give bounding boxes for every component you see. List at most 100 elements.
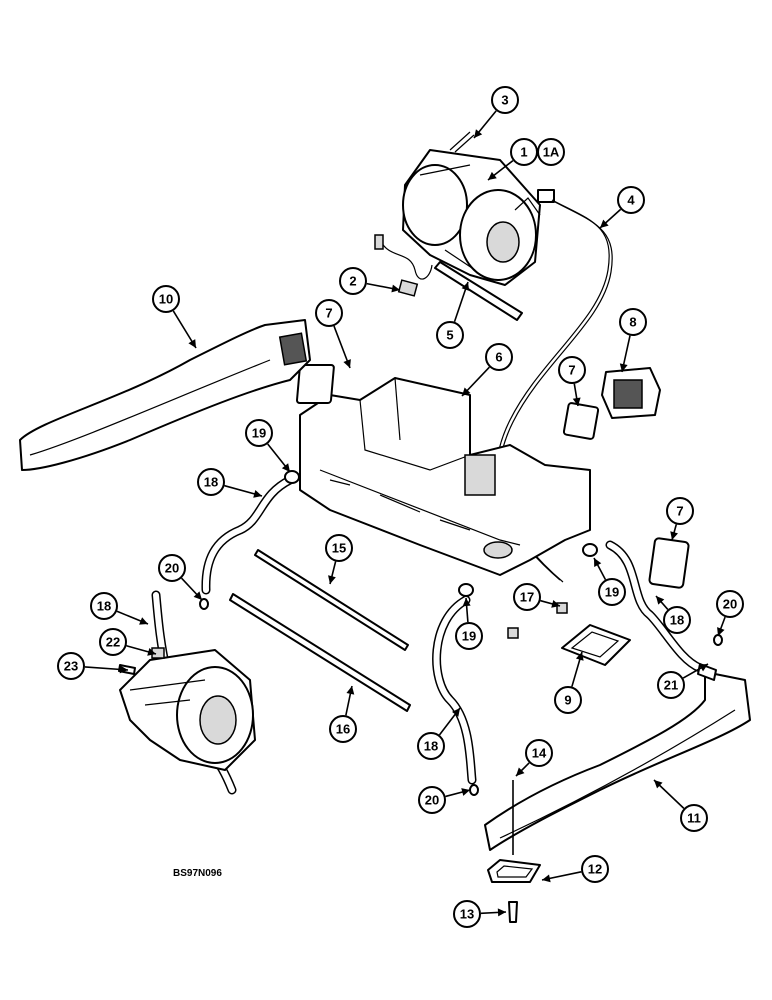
nut-17a xyxy=(507,627,519,639)
callout-c22: 22 xyxy=(99,628,127,656)
arrowhead-c1 xyxy=(488,171,497,180)
callout-label-c15: 15 xyxy=(332,541,346,556)
callout-c21: 21 xyxy=(657,671,685,699)
gasket-7-right xyxy=(648,537,690,589)
callout-circle-c6 xyxy=(485,343,513,371)
callout-c11: 11 xyxy=(680,804,708,832)
callout-circle-c20a xyxy=(158,554,186,582)
arrowhead-c4 xyxy=(600,219,609,228)
arrowhead-c20b xyxy=(717,627,725,636)
callout-label-c19b: 19 xyxy=(605,585,619,600)
callout-circle-c17 xyxy=(513,583,541,611)
fitting-19c xyxy=(458,583,474,597)
callout-label-c19c: 19 xyxy=(462,629,476,644)
arrowhead-c12 xyxy=(542,874,551,883)
callout-c7b: 7 xyxy=(558,356,586,384)
callout-circle-c5 xyxy=(436,321,464,349)
callout-label-c1a: 1A xyxy=(543,145,560,160)
callout-circle-c13 xyxy=(453,900,481,928)
callout-circle-c7a xyxy=(315,299,343,327)
callout-circle-c3 xyxy=(491,86,519,114)
arrowhead-c18a xyxy=(253,490,262,498)
seal-strip-15 xyxy=(254,549,409,651)
arrowhead-c19b xyxy=(594,558,602,567)
callout-c19b: 19 xyxy=(598,578,626,606)
callout-circle-c1a xyxy=(537,138,565,166)
callout-c2: 2 xyxy=(339,267,367,295)
arrowhead-c7a xyxy=(343,359,351,368)
callout-label-c19a: 19 xyxy=(252,426,266,441)
arrowhead-c13 xyxy=(497,908,506,917)
arrowhead-c21 xyxy=(699,664,708,672)
callout-label-c7a: 7 xyxy=(325,306,332,321)
callout-label-c21: 21 xyxy=(664,678,678,693)
callout-circle-c19b xyxy=(598,578,626,606)
callout-label-c7b: 7 xyxy=(568,363,575,378)
outlet-8 xyxy=(601,367,661,419)
callout-circle-c21 xyxy=(657,671,685,699)
blower-housing-left xyxy=(118,647,256,771)
arrowhead-c2 xyxy=(391,284,400,293)
fitting-19b xyxy=(582,543,598,557)
callout-c4: 4 xyxy=(617,186,645,214)
seal-strip-16 xyxy=(229,593,411,712)
callout-circle-c7b xyxy=(558,356,586,384)
callout-circle-c7c xyxy=(666,497,694,525)
callout-label-c20a: 20 xyxy=(165,561,179,576)
callout-circle-c19c xyxy=(455,622,483,650)
callout-label-c10: 10 xyxy=(159,292,173,307)
callout-c23: 23 xyxy=(57,652,85,680)
callout-label-c9: 9 xyxy=(564,693,571,708)
callout-label-c18a: 18 xyxy=(204,475,218,490)
callout-c8: 8 xyxy=(619,308,647,336)
callout-label-c17: 17 xyxy=(520,590,534,605)
callout-circle-c19a xyxy=(245,419,273,447)
callout-label-c7c: 7 xyxy=(676,504,683,519)
callout-circle-c18a xyxy=(197,468,225,496)
arrowhead-c22 xyxy=(147,647,156,656)
arrowhead-c11 xyxy=(654,780,663,789)
callout-label-c12: 12 xyxy=(588,862,602,877)
callout-c18c: 18 xyxy=(417,732,445,760)
arrowhead-c6 xyxy=(462,387,471,396)
arrowhead-c18c xyxy=(451,708,460,717)
callout-c18a: 18 xyxy=(197,468,225,496)
callout-circle-c15 xyxy=(325,534,353,562)
arrowhead-c7b xyxy=(572,397,581,406)
callout-label-c22: 22 xyxy=(106,635,120,650)
callout-c18b: 18 xyxy=(90,592,118,620)
callout-label-c6: 6 xyxy=(495,350,502,365)
callout-c9: 9 xyxy=(554,686,582,714)
blower-assembly xyxy=(402,149,541,286)
arrowhead-c9 xyxy=(575,652,584,661)
callout-c19c: 19 xyxy=(455,622,483,650)
callout-label-c4: 4 xyxy=(627,193,635,208)
arrowhead-c18d xyxy=(656,596,665,605)
callout-label-c1: 1 xyxy=(520,145,527,160)
nut-17b xyxy=(556,602,568,614)
gasket-12 xyxy=(487,859,541,883)
callout-circle-c22 xyxy=(99,628,127,656)
duct-11 xyxy=(484,671,751,851)
callout-circle-c20c xyxy=(418,786,446,814)
arrowhead-c10 xyxy=(188,339,196,348)
callout-circle-c18b xyxy=(90,592,118,620)
callout-circle-c10 xyxy=(152,285,180,313)
callout-c1: 1 xyxy=(510,138,538,166)
callout-label-c18c: 18 xyxy=(424,739,438,754)
callout-c7c: 7 xyxy=(666,497,694,525)
callout-label-c3: 3 xyxy=(501,93,508,108)
callout-c20c: 20 xyxy=(418,786,446,814)
arrowhead-c5 xyxy=(461,282,470,291)
callout-c14: 14 xyxy=(525,739,553,767)
callout-circle-c16 xyxy=(329,715,357,743)
callout-label-c13: 13 xyxy=(460,907,474,922)
callout-c17: 17 xyxy=(513,583,541,611)
callout-circle-c18c xyxy=(417,732,445,760)
arrowhead-c23 xyxy=(119,665,128,674)
callout-c16: 16 xyxy=(329,715,357,743)
fitting-19a xyxy=(284,470,300,484)
gasket-7-left xyxy=(295,364,335,404)
